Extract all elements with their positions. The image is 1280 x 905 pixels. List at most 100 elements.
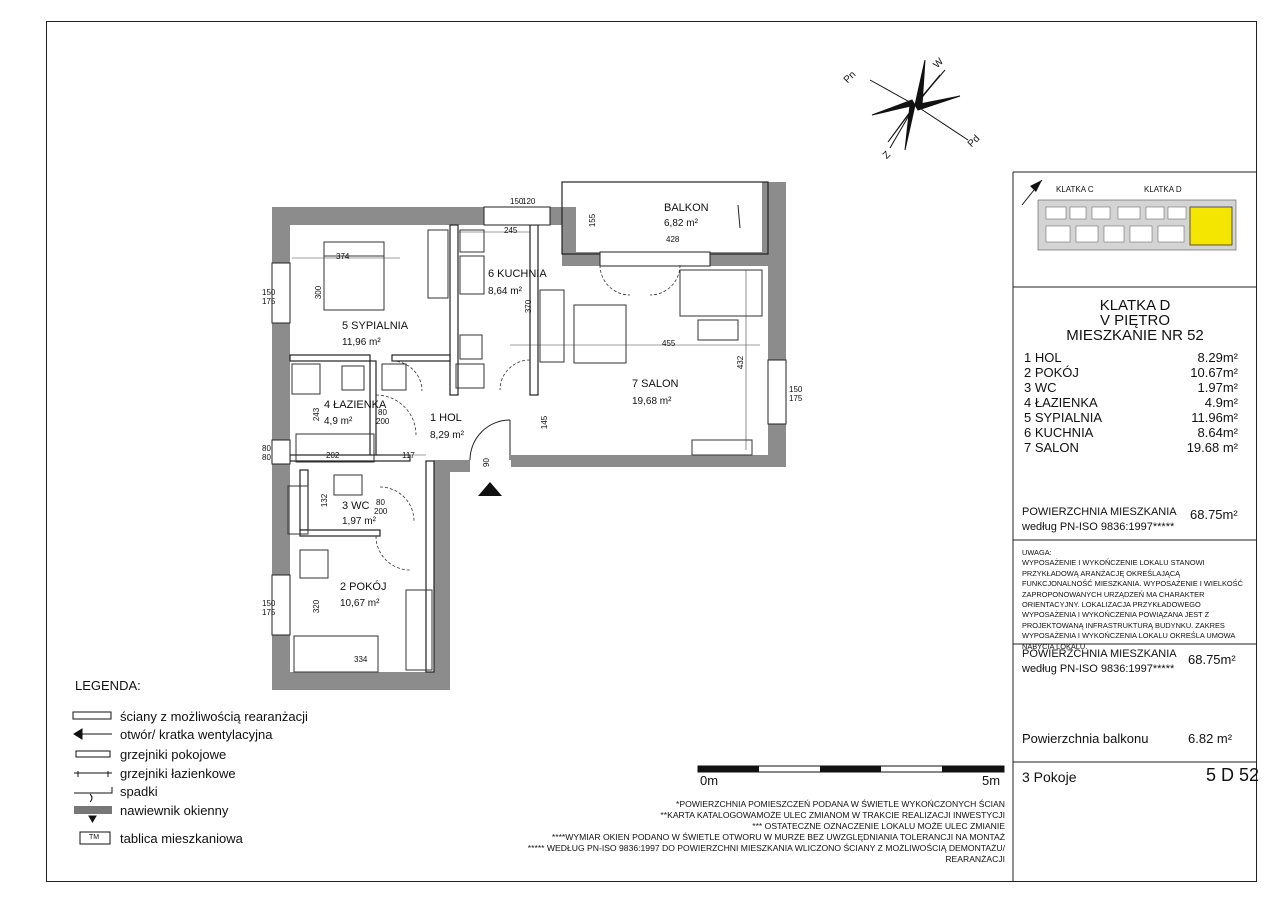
label-lazienka-area: 4,9 m² [324, 416, 353, 427]
dim-132: 132 [320, 493, 330, 508]
dim-window-150: 150 [262, 288, 276, 297]
legend-item-board: tablica mieszkaniowa [120, 831, 243, 846]
label-sypialnia: 5 SYPIALNIA [342, 320, 409, 332]
label-balkon: BALKON [664, 202, 709, 214]
compass-rose [869, 59, 969, 151]
note-5: ***** WEDŁUG PN-ISO 9836:1997 DO POWIERZ… [527, 843, 1005, 853]
balcony-value: 6.82 m² [1188, 731, 1233, 746]
room-name: 6 KUCHNIA [1024, 425, 1094, 440]
header-apartment: MIESZKANIE NR 52 [1066, 327, 1204, 344]
area1-label1: POWIERZCHNIA MIESZKANIA [1022, 506, 1177, 518]
legend-item-walls: ściany z możliwością rearanżacji [120, 709, 308, 724]
room-row: 4 ŁAZIENKA 4.9m² [1024, 395, 1238, 410]
dim-320: 320 [312, 599, 322, 614]
key-plan-label-c: KLATKA C [1056, 185, 1094, 194]
dim-window2-150: 150 [262, 599, 276, 608]
furniture [287, 229, 763, 673]
room-area: 1.97m² [1197, 380, 1238, 395]
room-name: 3 WC [1024, 380, 1057, 395]
label-pokoj-area: 10,67 m² [340, 598, 380, 609]
room-row: 5 SYPIALNIA 11.96m² [1024, 410, 1238, 425]
key-plan-drawing [1021, 179, 1237, 251]
dim-334: 334 [354, 655, 368, 664]
dim-428: 428 [666, 235, 680, 244]
room-name: 2 POKÓJ [1024, 365, 1079, 380]
header-floor: V PIĘTRO [1099, 312, 1170, 329]
legend-item-bath-radiators: grzejniki łazienkowe [120, 766, 236, 781]
dim-202: 202 [326, 451, 340, 460]
dim-432: 432 [736, 355, 746, 370]
legend-item-slopes: spadki [120, 784, 158, 799]
dim-145: 145 [540, 415, 550, 430]
scale-start: 0m [700, 773, 719, 788]
room-area: 8.64m² [1197, 425, 1238, 440]
note-1: *POWIERZCHNIA POMIESZCZEŃ PODANA W ŚWIET… [676, 799, 1005, 809]
dim-300: 300 [314, 285, 324, 300]
apartment-code: 5 D 52 [1206, 765, 1260, 785]
label-kuchnia-area: 8,64 m² [488, 286, 522, 297]
room-name: 4 ŁAZIENKA [1024, 395, 1098, 410]
dim-door-80: 80 [378, 408, 387, 417]
legend-symbols [72, 711, 113, 845]
note-3: *** OSTATECZNE OZNACZENIE LOKALU MOŻE UL… [752, 821, 1005, 831]
dim-door3-90: 90 [481, 458, 491, 467]
room-name: 7 SALON [1024, 440, 1079, 455]
room-area: 11.96m² [1191, 410, 1238, 425]
room-name: 5 SYPIALNIA [1024, 410, 1103, 425]
dim-370: 370 [524, 299, 534, 314]
dim-245: 245 [504, 226, 518, 235]
dim-window4-80: 80 [262, 444, 271, 453]
windows [271, 206, 787, 636]
label-salon-area: 19,68 m² [632, 396, 672, 407]
label-lazienka: 4 ŁAZIENKA [324, 399, 387, 411]
label-sypialnia-area: 11,96 m² [342, 337, 381, 348]
area2-value: 68.75m² [1188, 652, 1236, 667]
dim-window3-150: 150 [789, 385, 803, 394]
label-wc-area: 1,97 m² [342, 516, 376, 527]
dim-door2-200: 200 [374, 507, 388, 516]
room-area: 4.9m² [1204, 395, 1238, 410]
key-plan-label-d: KLATKA D [1144, 185, 1182, 194]
rooms-list: 1 HOL 8.29m² 2 POKÓJ 10.67m² 3 WC 1.97m² 4 … [1024, 350, 1238, 455]
note-6: REARANŻACJI [945, 854, 1005, 864]
legend-item-vent: otwór/ kratka wentylacyjna [120, 727, 273, 742]
notes-block: *POWIERZCHNIA POMIESZCZEŃ PODANA W ŚWIET… [528, 799, 1005, 865]
label-kuchnia: 6 KUCHNIA [488, 268, 547, 280]
area2-label2: według PN-ISO 9836:1997***** [1022, 663, 1175, 675]
area1-value: 68.75m² [1190, 507, 1238, 522]
area1-label2: według PN-ISO 9836:1997***** [1022, 521, 1175, 533]
label-salon: 7 SALON [632, 378, 679, 390]
room-area: 10.67m² [1190, 365, 1238, 380]
legend-item-radiators: grzejniki pokojowe [120, 747, 227, 762]
uwaga-text: WYPOSAŻENIE I WYKOŃCZENIE LOKALU STANOWI… [1022, 558, 1243, 651]
room-row: 6 KUCHNIA 8.64m² [1024, 425, 1238, 440]
scale-bar [697, 765, 1005, 773]
label-balkon-area: 6,82 m² [664, 218, 698, 229]
room-row: 3 WC 1.97m² [1024, 380, 1238, 395]
uwaga-title: UWAGA: [1022, 548, 1052, 557]
door-arcs [375, 264, 681, 571]
legend-title: LEGENDA: [75, 678, 141, 693]
dim-155: 155 [588, 213, 598, 228]
dim-door-200: 200 [376, 417, 390, 426]
apartment-header: KLATKA D V PIĘTRO MIESZKANIE NR 52 [1013, 298, 1257, 343]
dim-243: 243 [312, 407, 322, 422]
drawing-frame [46, 21, 1257, 882]
label-hol: 1 HOL [430, 412, 462, 424]
rooms-count: 3 Pokoje [1022, 769, 1077, 785]
room-row: 1 HOL 8.29m² [1024, 350, 1238, 365]
scale-end: 5m [982, 773, 1001, 788]
room-row: 2 POKÓJ 10.67m² [1024, 365, 1238, 380]
room-name: 1 HOL [1024, 350, 1062, 365]
label-hol-area: 8,29 m² [430, 430, 464, 441]
room-area: 8.29m² [1197, 350, 1238, 365]
label-pokoj: 2 POKÓJ [340, 581, 387, 593]
legend-tm: TM [89, 834, 100, 841]
dim-window-175: 175 [262, 297, 276, 306]
dim-window5-120: 120 [522, 197, 536, 206]
note-2: **KARTA KATALOGOWAMOŻE ULEC ZMIANOM W TR… [660, 810, 1005, 820]
balcony-label: Powierzchnia balkonu [1022, 731, 1149, 746]
dim-window3-175: 175 [789, 394, 803, 403]
